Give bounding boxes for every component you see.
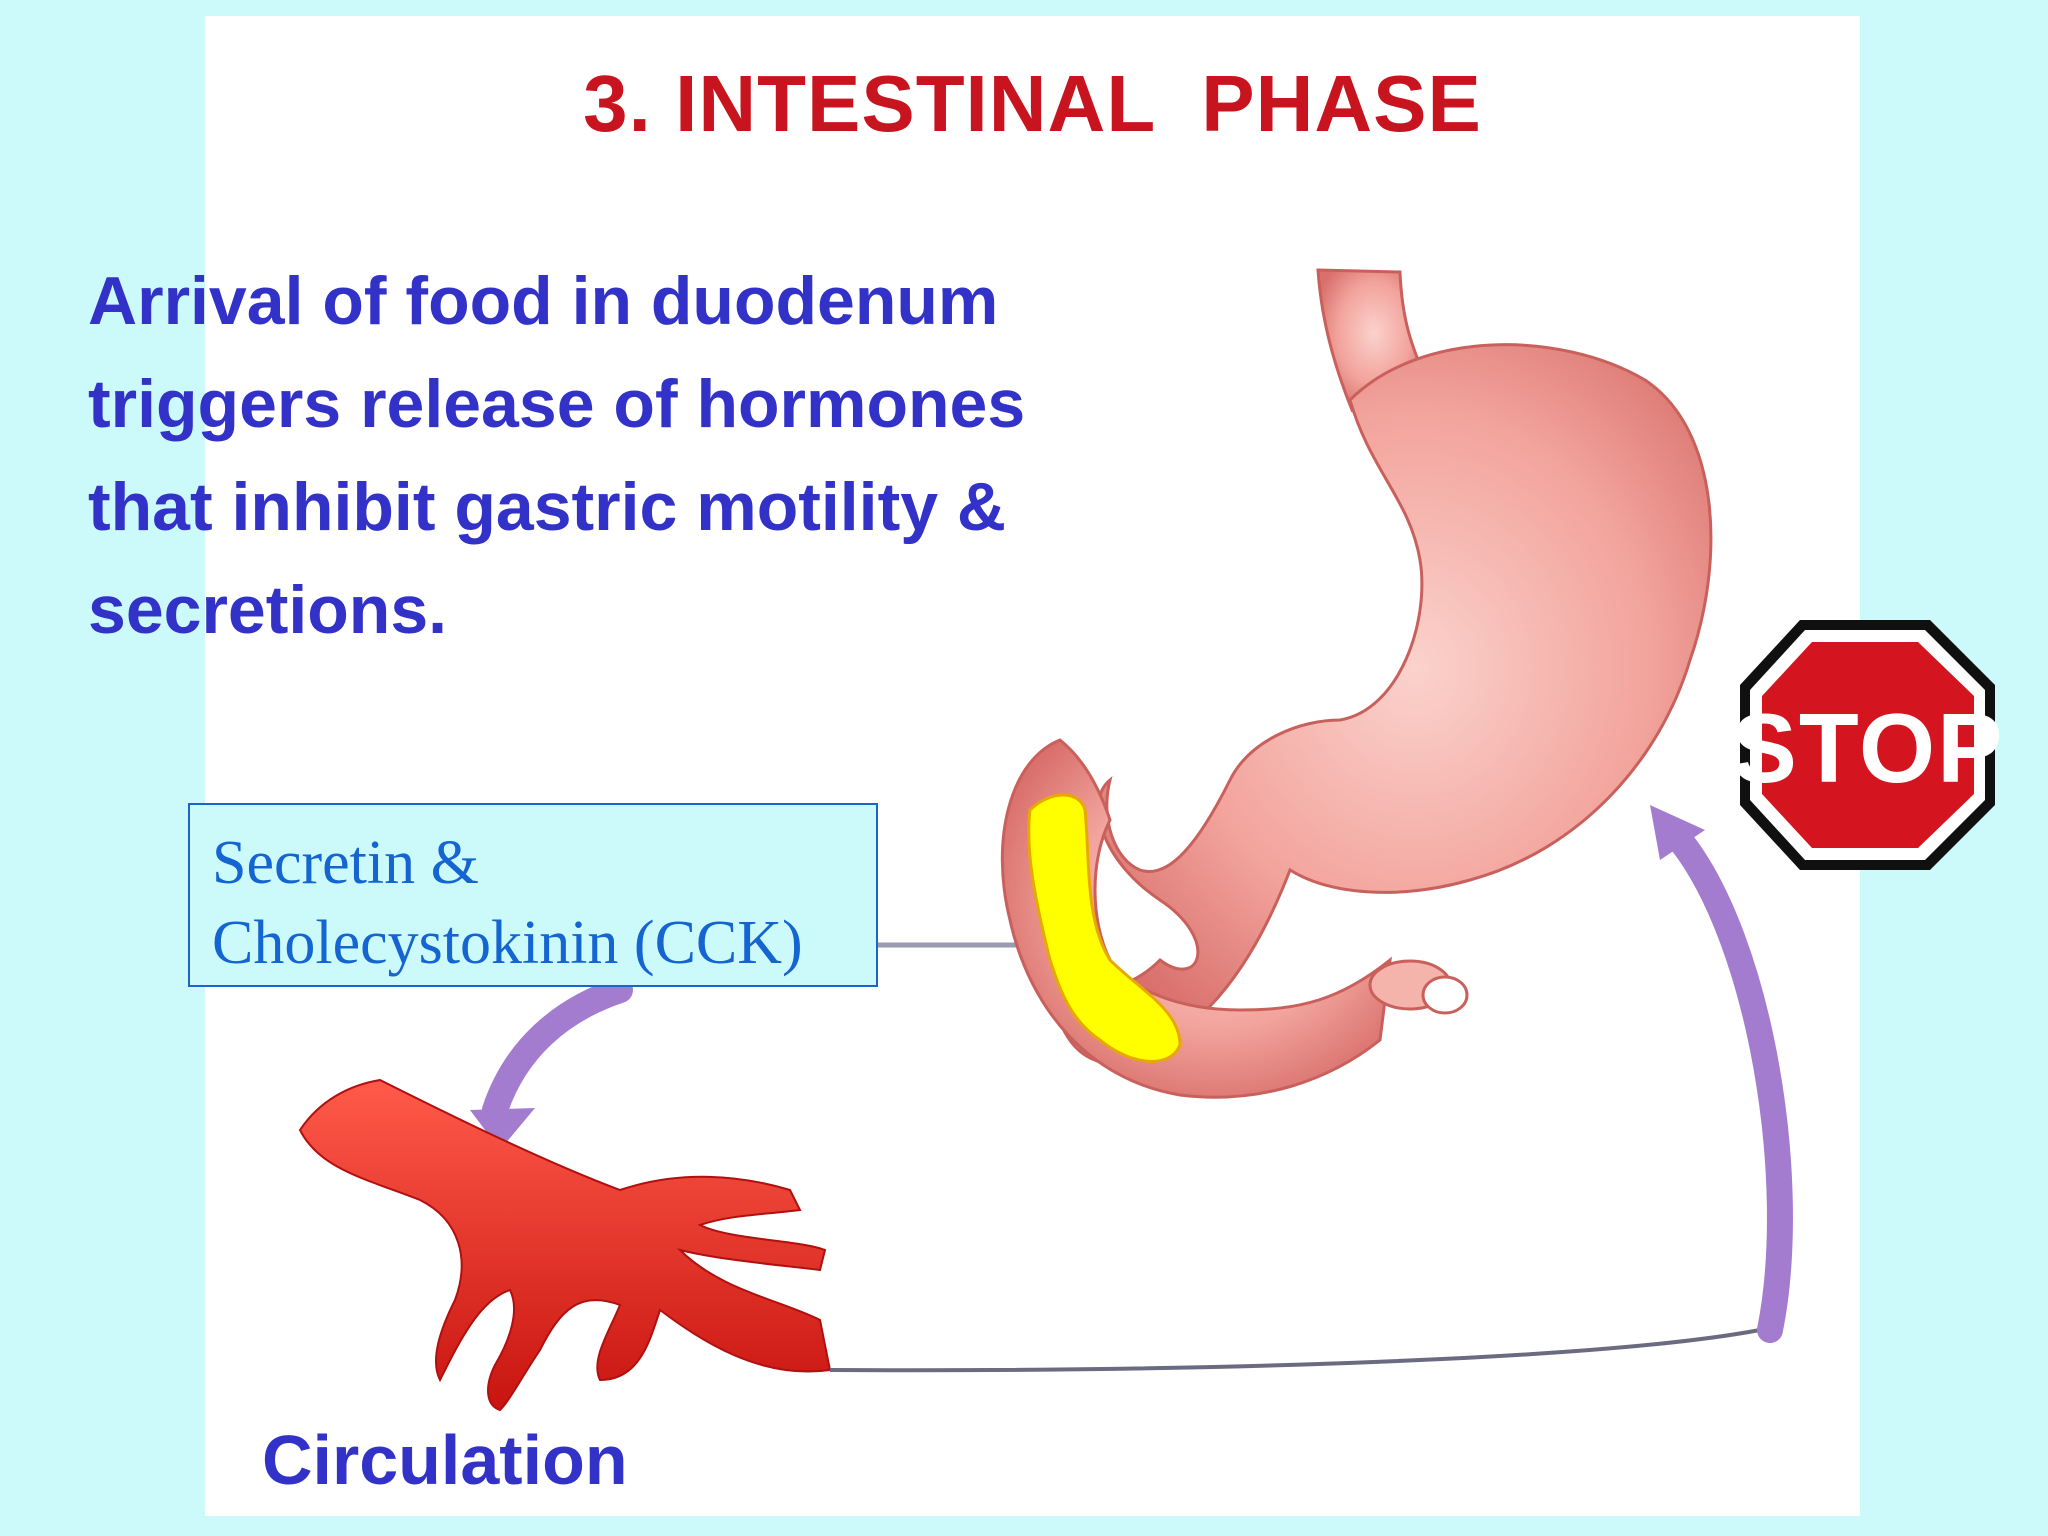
description-line: Arrival of food in duodenum xyxy=(88,263,999,339)
description-line: secretions. xyxy=(88,572,448,648)
description-line: that inhibit gastric motility & xyxy=(88,469,1007,545)
hormone-line: Cholecystokinin (CCK) xyxy=(212,909,803,977)
blood-vessel-icon xyxy=(298,1078,832,1412)
slide-title: 3. INTESTINAL PHASE xyxy=(583,59,1482,148)
hormone-box: Secretin & Cholecystokinin (CCK) xyxy=(188,803,878,987)
description-line: triggers release of hormones xyxy=(88,366,1026,442)
circulation-label: Circulation xyxy=(262,1421,628,1499)
hormone-line: Secretin & xyxy=(212,829,479,897)
duodenum-highlight xyxy=(1027,793,1182,1063)
curved-arrow-icon xyxy=(1650,805,1793,1343)
description-text: Arrival of food in duodenum triggers rel… xyxy=(88,250,1188,662)
stop-sign-text: STOP xyxy=(1731,693,2004,803)
stomach-illustration xyxy=(1000,268,1713,1099)
curved-arrow-icon xyxy=(470,977,633,1150)
stop-sign-icon: STOP xyxy=(1731,620,2004,870)
return-line xyxy=(829,1328,1761,1373)
